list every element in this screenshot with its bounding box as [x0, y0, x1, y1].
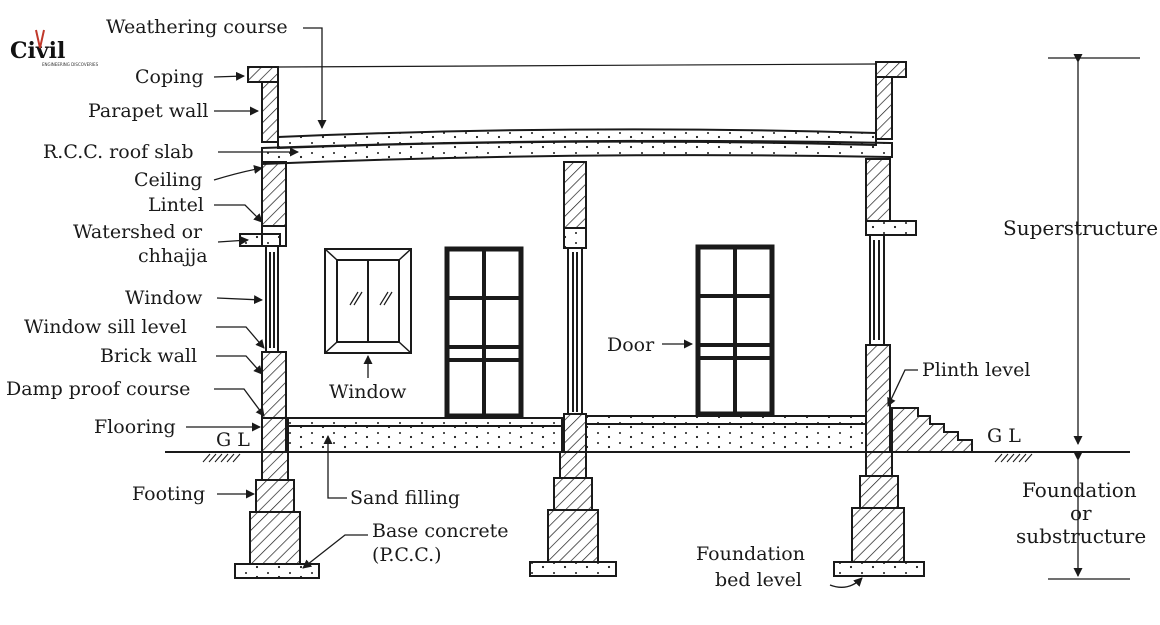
label-lintel: Lintel [148, 194, 204, 216]
label-window-sill-level: Window sill level [24, 316, 187, 338]
window-left-room [324, 248, 412, 354]
logo-text: Civil [10, 38, 65, 64]
door-right-room [695, 244, 775, 417]
label-superstructure: Superstructure [1003, 216, 1158, 240]
label-flooring: Flooring [94, 416, 176, 438]
floor-slab [287, 415, 867, 453]
label-gl-right: G L [987, 425, 1021, 447]
labels: Weathering course Coping Parapet wall R.… [6, 16, 1158, 591]
label-substructure-line2: or [1070, 501, 1092, 525]
middle-wall [563, 161, 587, 453]
label-foundation-bed-line1: Foundation [696, 543, 805, 565]
label-brick-wall: Brick wall [100, 345, 197, 367]
roof-slab [261, 63, 893, 166]
left-foundation [234, 451, 320, 579]
label-base-concrete-line1: Base concrete [372, 520, 509, 542]
label-parapet-wall: Parapet wall [88, 100, 209, 122]
label-rcc-roof-slab: R.C.C. roof slab [43, 141, 194, 163]
logo-mark-icon [35, 29, 45, 49]
label-base-concrete-line2: (P.C.C.) [372, 544, 442, 566]
leader-arrows [186, 27, 918, 588]
label-watershed-line2: chhajja [138, 245, 208, 267]
dimension-lines [1048, 54, 1140, 580]
entrance-steps [891, 407, 973, 453]
label-weathering-course: Weathering course [106, 16, 288, 38]
label-ceiling: Ceiling [134, 169, 202, 191]
ground-hatch-left-icon [202, 453, 241, 463]
left-wall [239, 66, 287, 453]
right-foundation [833, 451, 925, 577]
label-footing: Footing [132, 483, 205, 505]
middle-foundation [529, 451, 617, 577]
label-sand-filling: Sand filling [350, 487, 460, 509]
label-substructure-line1: Foundation [1022, 478, 1137, 502]
label-gl-left: G L [216, 429, 250, 451]
label-plinth-level: Plinth level [922, 359, 1030, 381]
logo-subtitle: ENGINEERING DISCOVERIES [42, 62, 99, 67]
label-watershed-line1: Watershed or [73, 221, 203, 243]
label-coping: Coping [135, 66, 204, 88]
door-left-room [444, 246, 524, 419]
label-window-left: Window [125, 287, 203, 309]
label-door: Door [607, 334, 655, 356]
label-window-center: Window [329, 381, 407, 403]
right-wall [865, 61, 917, 453]
label-damp-proof-course: Damp proof course [6, 378, 190, 400]
logo: Civil ENGINEERING DISCOVERIES [10, 29, 99, 67]
label-substructure-line3: substructure [1016, 524, 1146, 548]
ground-hatch-right-icon [994, 453, 1033, 463]
label-foundation-bed-line2: bed level [715, 569, 802, 591]
